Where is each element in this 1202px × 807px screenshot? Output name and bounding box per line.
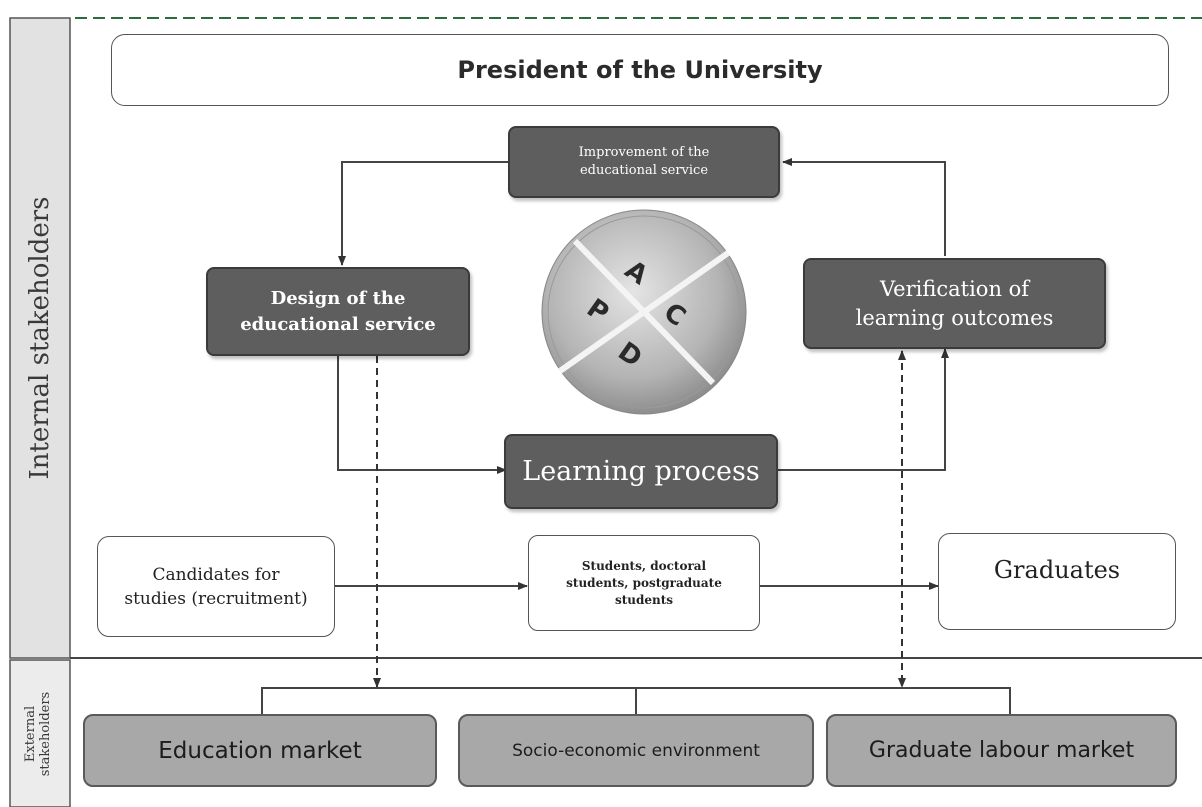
education-market-box: Education market [83, 714, 437, 787]
arrow-improvement-to-design [338, 161, 508, 266]
candidates-box: Candidates for studies (recruitment) [97, 536, 335, 637]
pdca-circle [541, 209, 747, 415]
sidebar-internal [9, 17, 71, 659]
improvement-box: Improvement of the educational service [508, 126, 780, 198]
president-box: President of the University [111, 34, 1169, 106]
sidebar-external [9, 659, 71, 807]
students-box: Students, doctoral students, postgraduat… [528, 535, 760, 631]
arrow-learning-to-verification [778, 348, 949, 471]
arrow-verification-to-improvement [782, 158, 946, 256]
external-bracket [261, 687, 1011, 714]
labour-market-box: Graduate labour market [826, 714, 1177, 787]
design-box: Design of the educational service [206, 267, 470, 356]
socio-economic-box: Socio-economic environment [458, 714, 814, 787]
verification-box: Verification of learning outcomes [803, 258, 1106, 349]
graduates-box: Graduates [938, 533, 1176, 630]
learning-box: Learning process [504, 434, 778, 509]
internal-stakeholders-label: Internal stakeholders [25, 196, 55, 480]
arrow-design-to-learning [337, 356, 507, 474]
external-stakeholders-label: External stakeholders [23, 691, 53, 777]
